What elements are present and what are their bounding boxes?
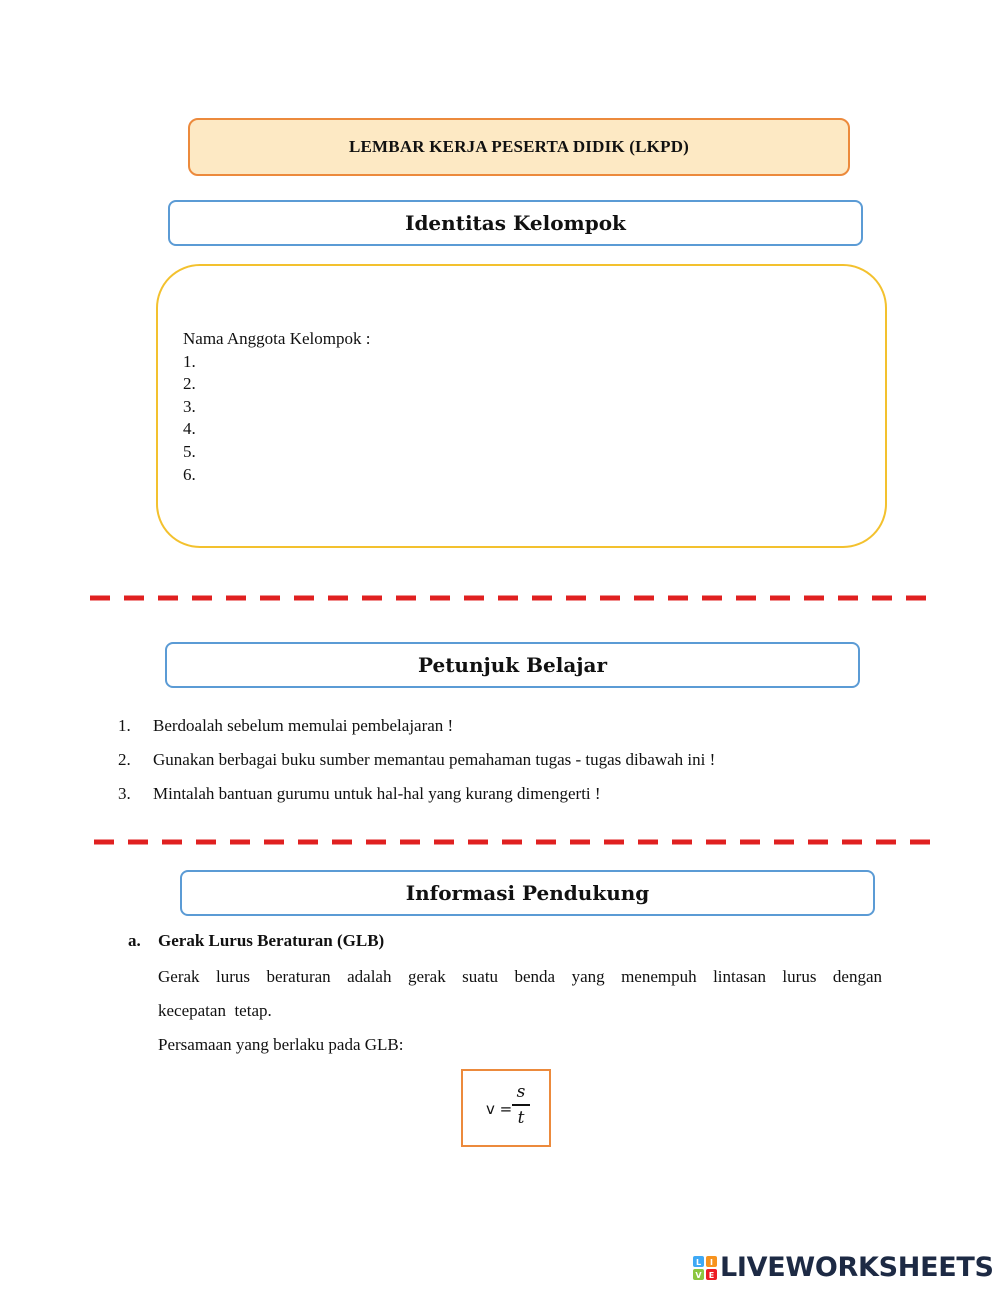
formula-fraction: s t bbox=[512, 1082, 530, 1128]
instructions-list: 1. Berdoalah sebelum memulai pembelajara… bbox=[118, 716, 716, 803]
dashed-divider bbox=[90, 595, 935, 601]
member-number: 5. bbox=[183, 441, 196, 461]
identity-heading: Identitas Kelompok bbox=[168, 200, 863, 246]
formula-box bbox=[461, 1069, 551, 1147]
logo-letter: I bbox=[710, 1258, 713, 1267]
dashed-divider bbox=[94, 839, 939, 845]
member-number: 6. bbox=[183, 464, 196, 484]
info-heading: Informasi Pendukung bbox=[180, 870, 875, 916]
live-logo-icon: L I V E bbox=[693, 1255, 717, 1280]
instructions-heading: Petunjuk Belajar bbox=[165, 642, 860, 688]
identity-member-list: Nama Anggota Kelompok : 1. 2. 3. 4. 5. 6… bbox=[183, 328, 370, 486]
member-number: 4. bbox=[183, 419, 196, 439]
logo-letter: E bbox=[709, 1271, 714, 1280]
identity-card bbox=[156, 264, 887, 548]
equation-intro: Persamaan yang berlaku pada GLB: bbox=[158, 1035, 404, 1054]
member-number: 2. bbox=[183, 374, 196, 394]
definition-text: Gerak lurus beraturan adalah gerak suatu… bbox=[158, 967, 882, 986]
formula-lhs: v = bbox=[486, 1100, 513, 1118]
worksheet-title: LEMBAR KERJA PESERTA DIDIK (LKPD) bbox=[188, 118, 850, 176]
formula-denominator: t bbox=[517, 1107, 525, 1128]
logo-letter: L bbox=[696, 1258, 701, 1267]
formula-numerator: s bbox=[516, 1082, 526, 1102]
logo-letter: V bbox=[695, 1271, 702, 1280]
liveworksheets-logo: L I V E LIVEWORKSHEETS bbox=[692, 1252, 994, 1283]
member-list-label: Nama Anggota Kelompok : bbox=[183, 329, 371, 348]
brand-name: LIVEWORKSHEETS bbox=[720, 1252, 994, 1283]
member-number: 3. bbox=[183, 396, 196, 416]
fraction-bar bbox=[512, 1104, 530, 1106]
definition-continuation: kecepatan tetap. bbox=[158, 1001, 272, 1020]
topic-heading: a. Gerak Lurus Beraturan (GLB) bbox=[128, 931, 385, 950]
member-number: 1. bbox=[183, 351, 196, 371]
